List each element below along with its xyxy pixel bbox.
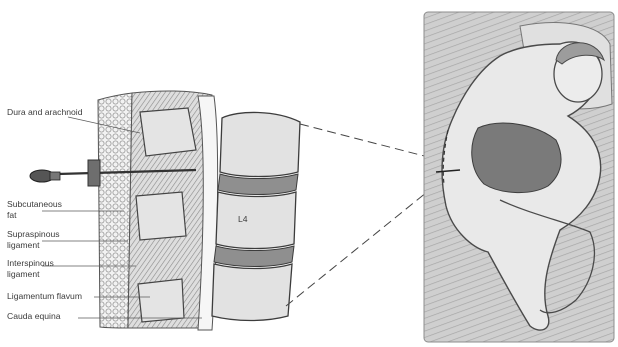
label-dura-arachnoid: Dura and arachnoid (7, 107, 83, 117)
label-subcutaneous-fat-line2: fat (7, 210, 17, 220)
spinous-process-2 (136, 192, 186, 240)
connector-lines (286, 124, 432, 306)
spinous-process-1 (140, 108, 196, 156)
vertebral-body-l4 (216, 192, 296, 249)
vertebral-body-l3 (220, 112, 300, 176)
patient-panel (424, 12, 614, 342)
vertebra-label: L4 (238, 214, 248, 224)
label-interspinous-line2: ligament (7, 269, 40, 279)
spine-cross-section: L4 (98, 91, 300, 330)
label-ligamentum-flavum: Ligamentum flavum (7, 291, 82, 301)
vertebral-body-l5 (212, 264, 292, 321)
label-cauda-equina: Cauda equina (7, 311, 61, 321)
subcutaneous-fat (98, 93, 132, 328)
label-interspinous-line1: Interspinous (7, 258, 54, 268)
spinous-process-3 (138, 279, 184, 322)
label-subcutaneous-fat-line1: Subcutaneous (7, 199, 62, 209)
label-supraspinous-line1: Supraspinous (7, 229, 60, 239)
label-supraspinous-line2: ligament (7, 240, 40, 250)
anatomy-labels: Dura and arachnoid Subcutaneous fat Supr… (7, 107, 83, 321)
